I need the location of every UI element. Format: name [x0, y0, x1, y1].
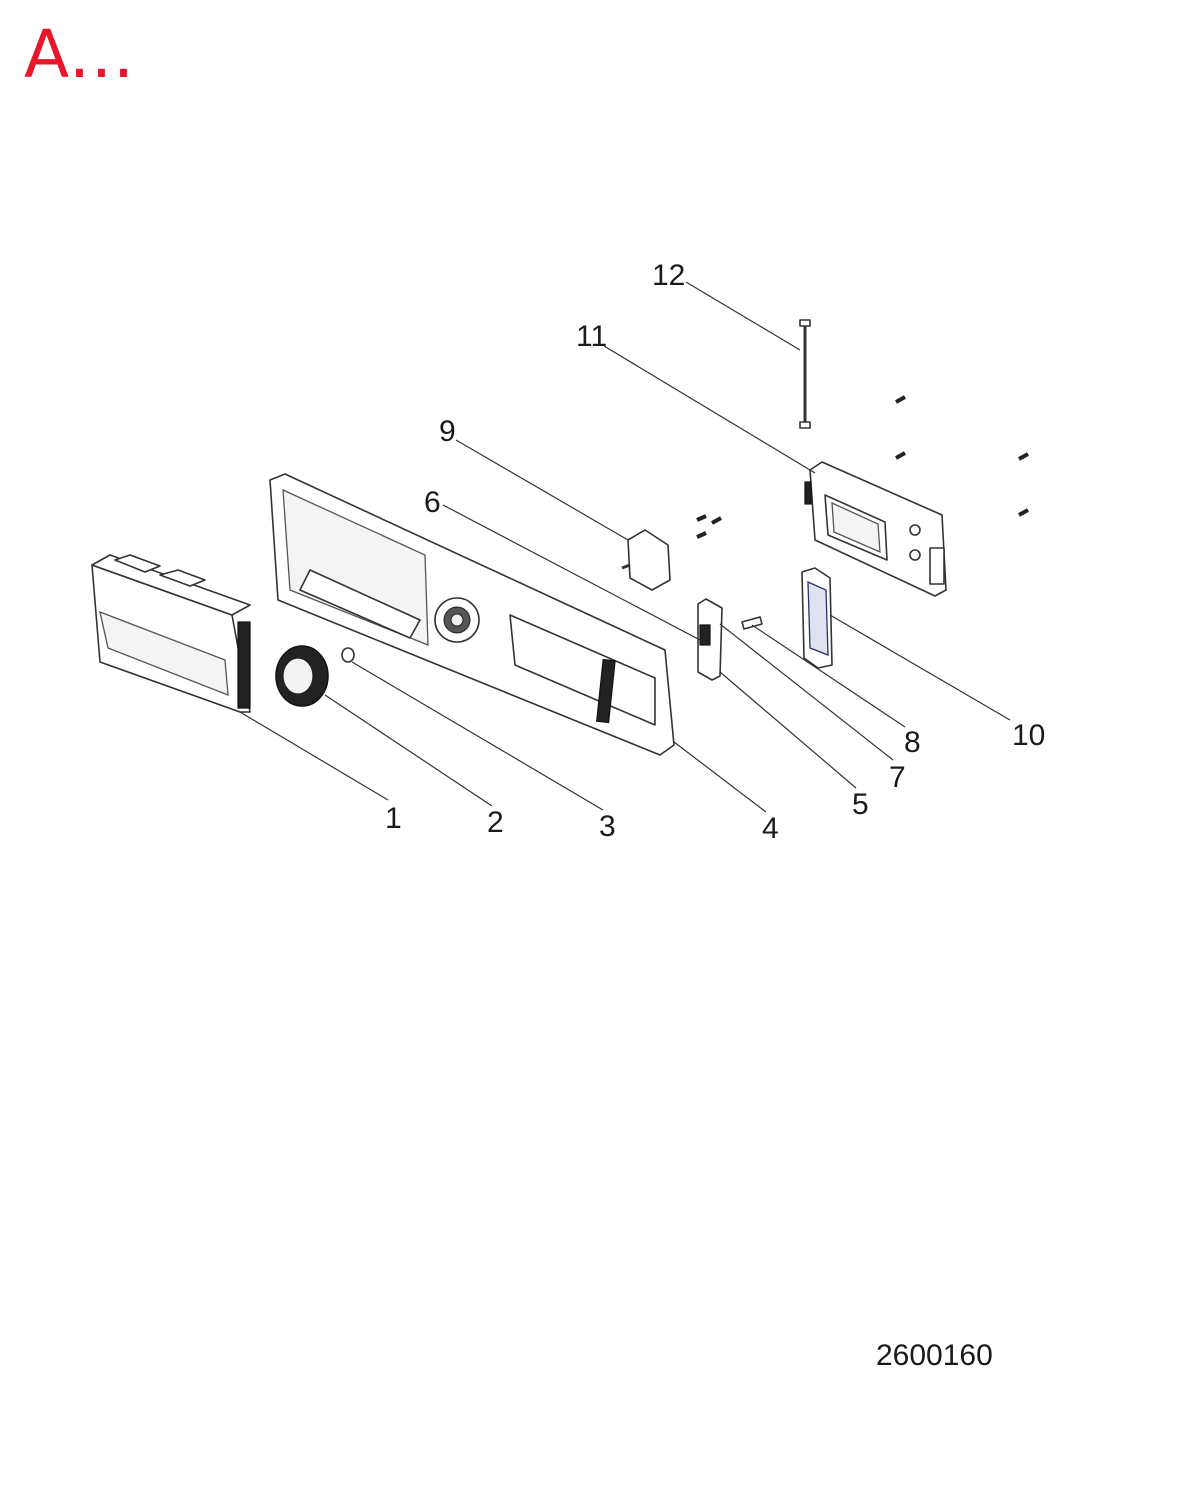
callout-1: 1	[385, 802, 402, 835]
part-drawer	[91, 554, 251, 713]
part-switch	[697, 598, 723, 681]
callout-9: 9	[439, 415, 456, 448]
callout-labels: 1 2 3 4 5 6 7 8 9 10 11 12	[385, 259, 1045, 845]
leader-lines	[239, 281, 1011, 813]
callout-5: 5	[852, 788, 869, 821]
diagram-code: 2600160	[876, 1339, 993, 1372]
screws	[696, 395, 1029, 539]
callout-2: 2	[487, 806, 504, 839]
part-electronic-module	[804, 461, 947, 597]
callout-11: 11	[576, 320, 607, 353]
page-title: A...	[24, 16, 135, 93]
callout-10: 10	[1012, 719, 1045, 752]
part-control-panel	[269, 473, 675, 756]
part-cap	[341, 647, 355, 663]
part-selector	[621, 529, 671, 591]
callout-3: 3	[599, 810, 616, 843]
callout-4: 4	[762, 812, 779, 845]
part-knob	[275, 645, 329, 707]
part-cable	[799, 319, 811, 429]
part-pin	[741, 616, 763, 630]
callout-7: 7	[889, 761, 906, 794]
part-display-frame	[801, 567, 833, 669]
callout-6: 6	[424, 486, 441, 519]
callout-12: 12	[652, 259, 685, 292]
callout-8: 8	[904, 726, 921, 759]
